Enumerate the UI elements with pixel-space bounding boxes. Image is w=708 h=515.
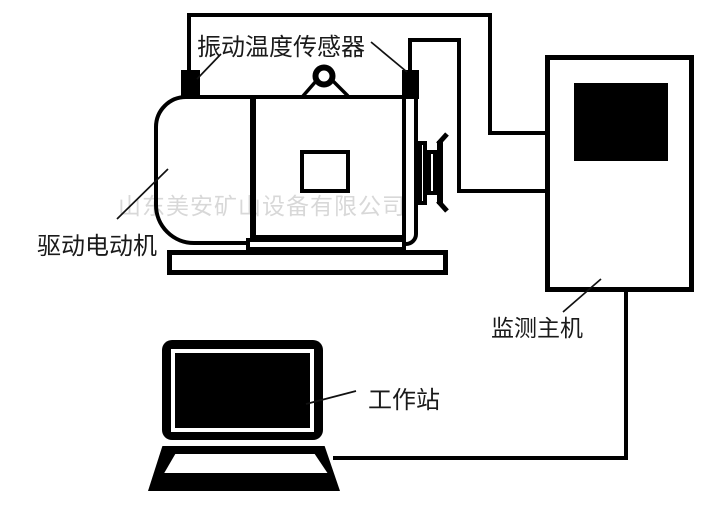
wire-right-sensor-top [408, 38, 461, 42]
vibration-sensor-left [181, 70, 200, 99]
lifting-eye-ring-icon [312, 64, 336, 88]
wire-right-sensor-drop [457, 38, 461, 193]
shaft-coupling-tip-top [436, 132, 449, 146]
leader-line-sensor-right [370, 41, 408, 73]
motor-shaft-step-2 [427, 150, 437, 195]
wire-right-sensor-to-host [457, 189, 547, 193]
wire-left-sensor-to-host [488, 131, 547, 135]
motor-label: 驱动电动机 [37, 233, 157, 260]
motor-end-bell [402, 95, 418, 246]
wire-left-sensor-vertical [187, 13, 191, 74]
motor-shaft-step-1 [418, 141, 427, 205]
wire-left-sensor-drop [488, 13, 492, 135]
motor-left-body [154, 95, 254, 245]
laptop-keyboard-area [164, 454, 328, 473]
host-label: 监测主机 [491, 315, 583, 341]
shaft-coupling-tip-bottom [436, 199, 449, 213]
wire-host-down [624, 290, 628, 460]
lifting-eye-mount [301, 78, 350, 98]
wire-right-sensor-vertical [408, 38, 412, 72]
wire-left-sensor-top [187, 13, 492, 17]
motor-terminal-box [300, 150, 350, 193]
monitoring-host-screen [574, 83, 668, 161]
motor-feet-ledge [246, 238, 406, 251]
motor-base-plinth [167, 250, 448, 275]
laptop-screen-frame [171, 349, 314, 432]
sensor-label: 振动温度传感器 [197, 34, 365, 61]
wire-host-to-laptop [333, 456, 628, 460]
workstation-label: 工作站 [368, 387, 440, 414]
vibration-sensor-right [402, 70, 419, 99]
